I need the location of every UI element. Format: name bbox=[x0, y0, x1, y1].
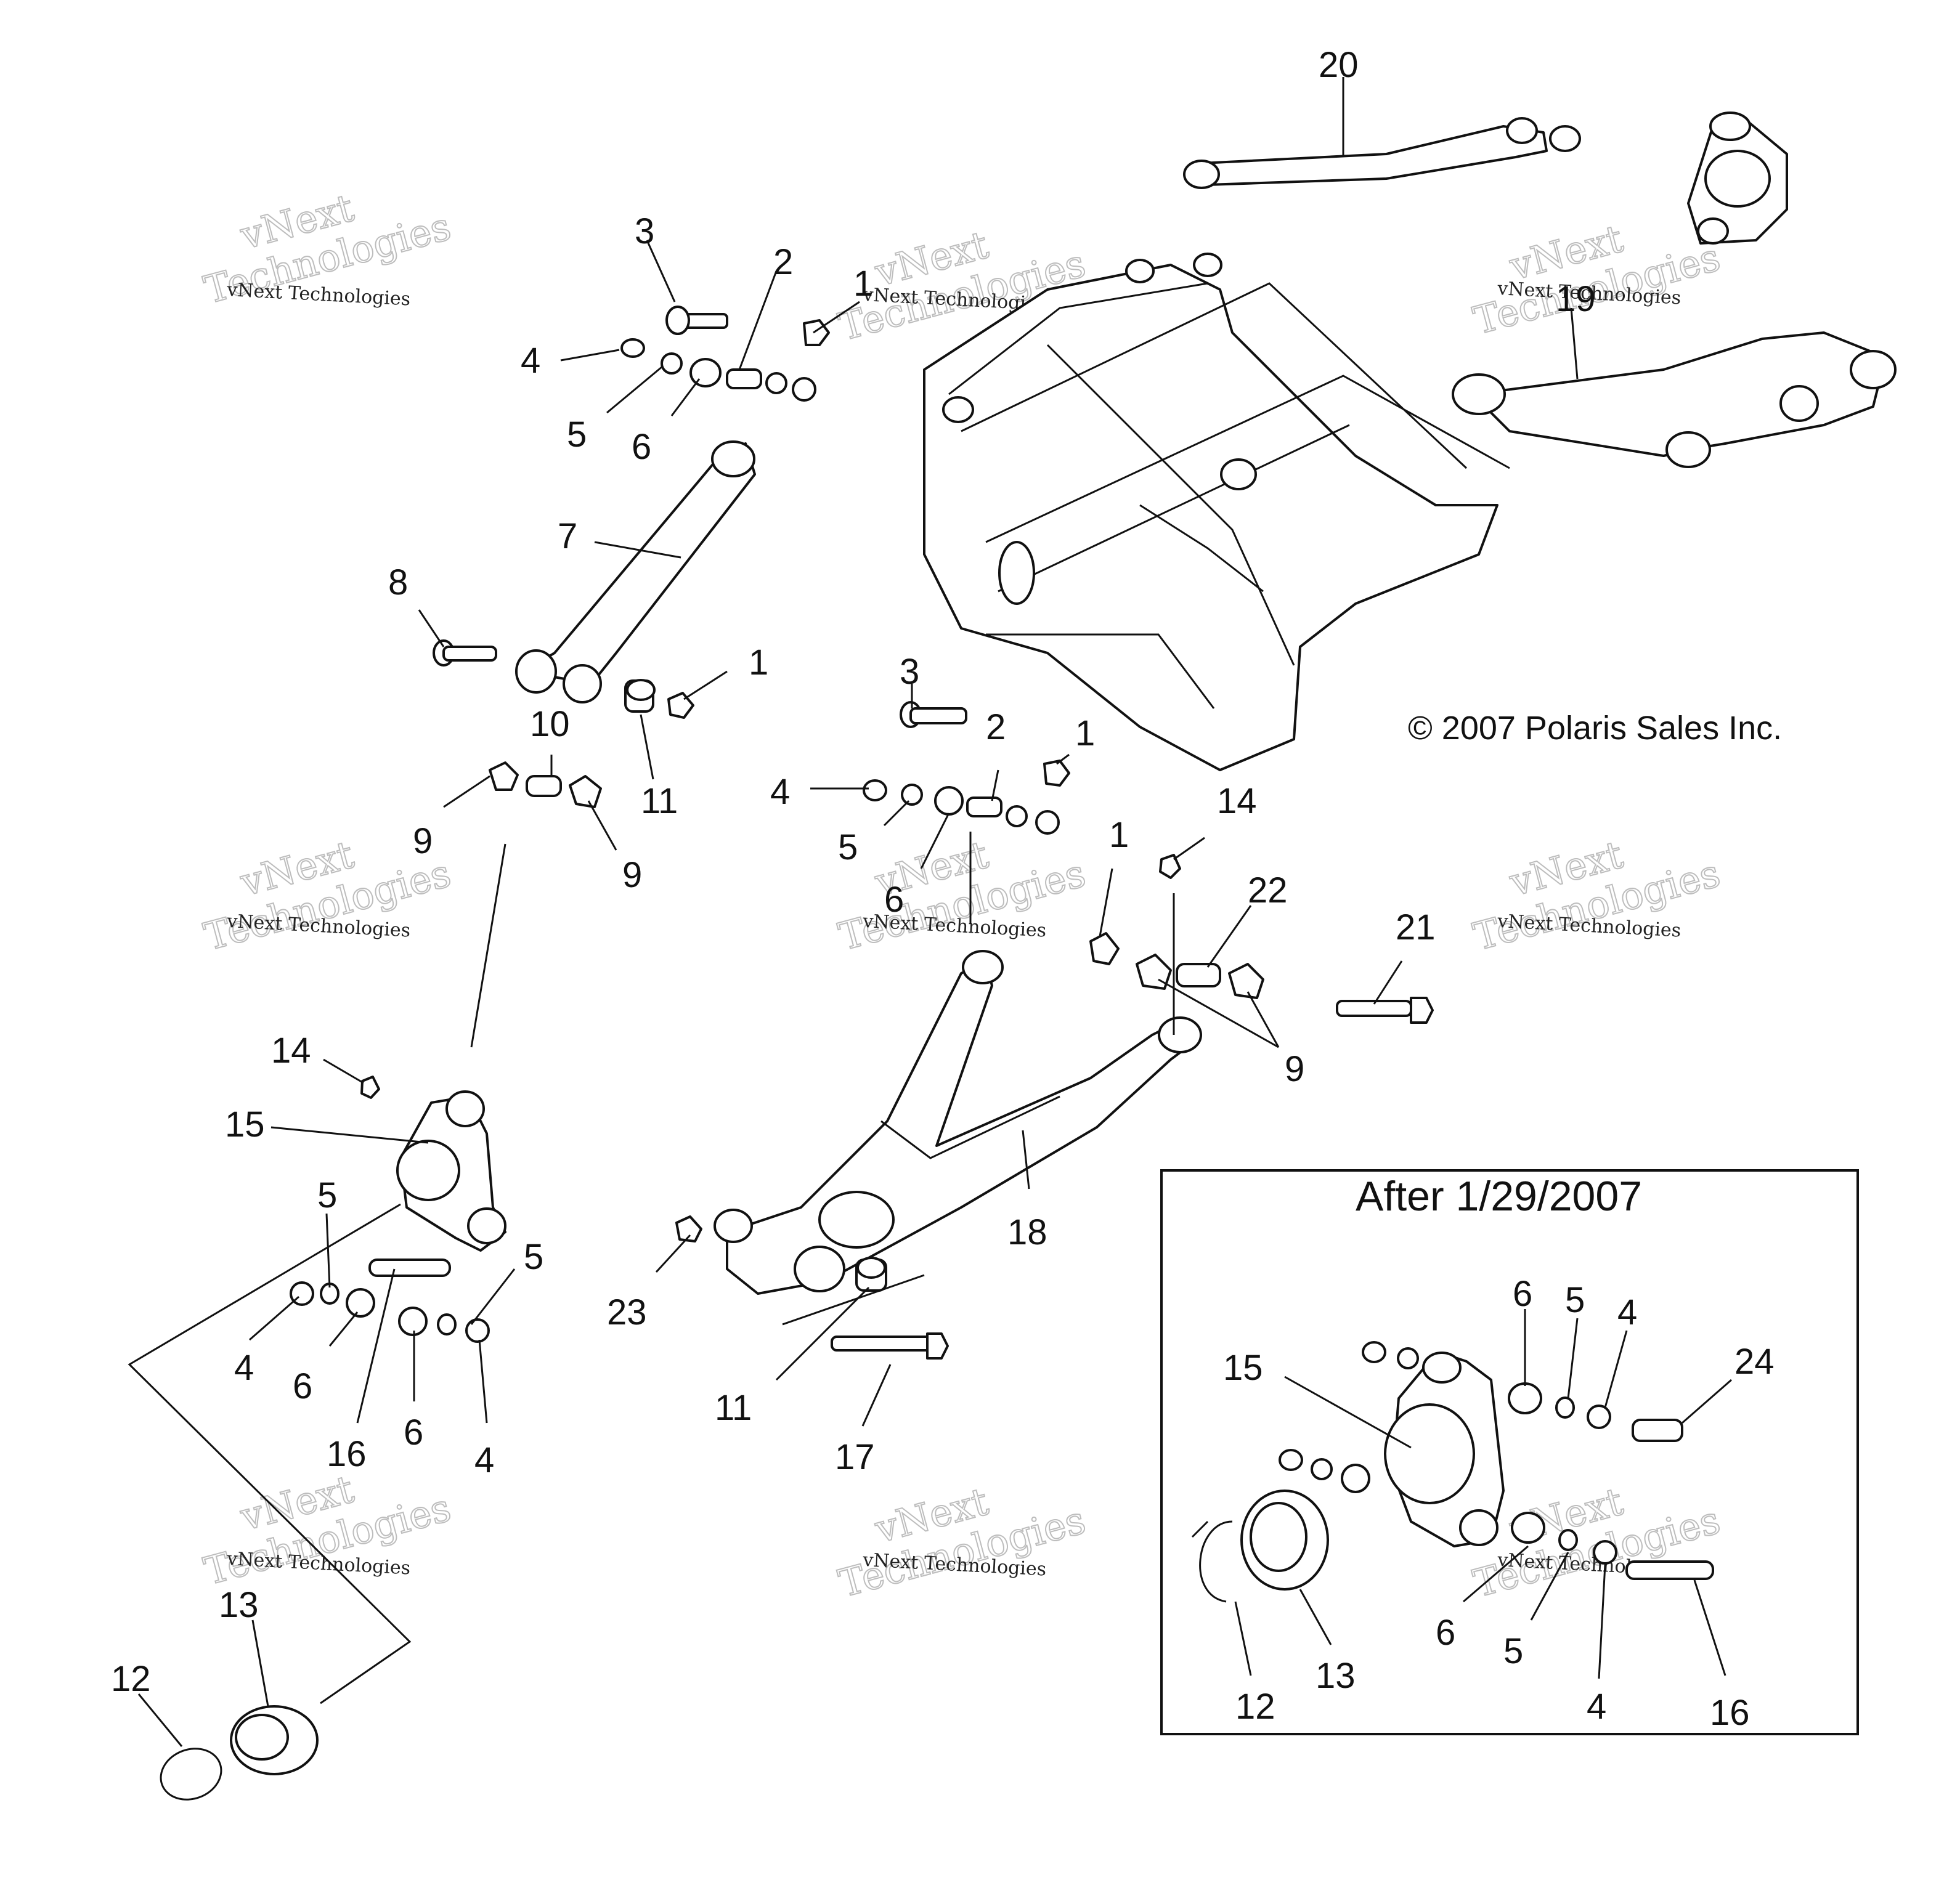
callouts: 20 3 2 1 19 4 5 6 7 8 1 3 10 2 1 11 4 9 … bbox=[111, 45, 1775, 1733]
copyright-notice: © 2007 Polaris Sales Inc. bbox=[1408, 710, 1782, 747]
callout-5: 5 bbox=[567, 415, 587, 455]
callout-6: 6 bbox=[884, 880, 904, 920]
callout-4: 4 bbox=[1617, 1292, 1637, 1332]
bolt-8 bbox=[433, 639, 497, 667]
spacer-11-lower bbox=[855, 1257, 887, 1292]
inset-bearing-13 bbox=[1240, 1490, 1329, 1591]
callout-5: 5 bbox=[1503, 1631, 1523, 1671]
callout-5: 5 bbox=[1565, 1280, 1585, 1320]
grease-fitting-14 bbox=[1159, 854, 1181, 879]
callout-11: 11 bbox=[641, 781, 678, 821]
toe-link-7 bbox=[515, 440, 756, 703]
inset-title: After 1/29/2007 bbox=[1356, 1173, 1642, 1220]
callout-1: 1 bbox=[1109, 815, 1129, 855]
callout-20: 20 bbox=[1319, 45, 1359, 85]
callout-5: 5 bbox=[838, 827, 858, 867]
callout-21: 21 bbox=[1396, 907, 1436, 947]
callout-4: 4 bbox=[234, 1348, 254, 1388]
vehicle-frame bbox=[923, 253, 1510, 771]
callout-12: 12 bbox=[1235, 1687, 1275, 1727]
bolt-17 bbox=[831, 1332, 949, 1360]
callout-6: 6 bbox=[404, 1413, 423, 1453]
callout-11: 11 bbox=[715, 1388, 752, 1428]
bearing-carrier-top-right bbox=[1687, 111, 1788, 245]
callout-9: 9 bbox=[622, 855, 642, 895]
assembly-leader bbox=[128, 1203, 412, 1705]
callout-3: 3 bbox=[900, 652, 919, 692]
callout-16: 16 bbox=[327, 1434, 367, 1474]
callout-9: 9 bbox=[413, 821, 433, 861]
callout-5: 5 bbox=[317, 1175, 337, 1215]
callout-5: 5 bbox=[524, 1237, 543, 1277]
callout-16: 16 bbox=[1710, 1693, 1750, 1733]
callout-4: 4 bbox=[1587, 1687, 1606, 1727]
watermark-top-right: vNext Technologies bbox=[1468, 215, 1725, 344]
bolt-21 bbox=[1336, 997, 1434, 1024]
callout-6: 6 bbox=[1436, 1613, 1455, 1653]
watermark-bottom-center: vNext Technologies bbox=[834, 1478, 1091, 1607]
callout-24: 24 bbox=[1734, 1342, 1775, 1382]
callout-15: 15 bbox=[1223, 1348, 1263, 1388]
callout-13: 13 bbox=[219, 1585, 259, 1625]
bearing-carrier-15 bbox=[396, 1090, 506, 1252]
hardware-row-22 bbox=[1136, 954, 1264, 999]
callout-8: 8 bbox=[388, 562, 408, 602]
snap-ring-12 bbox=[160, 1748, 222, 1801]
inset-box bbox=[1160, 1169, 1859, 1735]
callout-2: 2 bbox=[773, 242, 793, 282]
callout-15: 15 bbox=[225, 1105, 265, 1145]
hardware-row-left bbox=[290, 1259, 490, 1343]
assembly-leader bbox=[782, 1274, 925, 1326]
leader-lines bbox=[137, 77, 1732, 1747]
callout-14: 14 bbox=[1217, 781, 1257, 821]
nut-23 bbox=[675, 1215, 702, 1242]
callout-6: 6 bbox=[632, 427, 651, 467]
callout-1: 1 bbox=[853, 264, 873, 304]
callout-23: 23 bbox=[607, 1292, 647, 1332]
callout-9: 9 bbox=[1285, 1049, 1304, 1089]
inset-snap-ring-12 bbox=[1191, 1520, 1233, 1603]
spacer-11-upper bbox=[624, 679, 656, 713]
callout-14: 14 bbox=[271, 1031, 311, 1071]
callout-12: 12 bbox=[111, 1659, 151, 1699]
callout-6: 6 bbox=[1513, 1274, 1532, 1314]
callout-4: 4 bbox=[770, 772, 790, 812]
callout-17: 17 bbox=[835, 1437, 875, 1477]
callout-4: 4 bbox=[521, 341, 540, 381]
upper-control-arm-20 bbox=[1183, 117, 1581, 189]
nut-1 bbox=[667, 692, 694, 719]
callout-6: 6 bbox=[293, 1366, 312, 1406]
watermark-label: vNext Technologies bbox=[226, 279, 411, 310]
trailing-arm-18 bbox=[714, 950, 1202, 1295]
hardware-row-middle bbox=[863, 701, 1070, 835]
callout-19: 19 bbox=[1556, 279, 1596, 319]
trailing-arm-19 bbox=[1452, 331, 1897, 468]
callout-1: 1 bbox=[1075, 713, 1095, 753]
callout-3: 3 bbox=[635, 211, 654, 251]
callout-7: 7 bbox=[558, 516, 577, 556]
callout-10: 10 bbox=[530, 704, 570, 744]
callout-2: 2 bbox=[986, 707, 1006, 747]
hardware-row-upper bbox=[620, 306, 830, 402]
inset-bearing-carrier-15 bbox=[1384, 1352, 1505, 1547]
callout-18: 18 bbox=[1007, 1212, 1047, 1252]
callout-4: 4 bbox=[474, 1440, 494, 1480]
inset-hardware bbox=[1279, 1341, 1714, 1580]
callout-13: 13 bbox=[1315, 1656, 1356, 1696]
assembly-leader bbox=[470, 843, 506, 1048]
grease-fitting-14-left bbox=[360, 1076, 380, 1099]
nut-1-middle bbox=[1089, 932, 1120, 965]
callout-1: 1 bbox=[749, 642, 768, 683]
callout-22: 22 bbox=[1248, 870, 1288, 910]
hardware-row-9-10 bbox=[489, 761, 602, 808]
bearing-13 bbox=[230, 1705, 319, 1775]
